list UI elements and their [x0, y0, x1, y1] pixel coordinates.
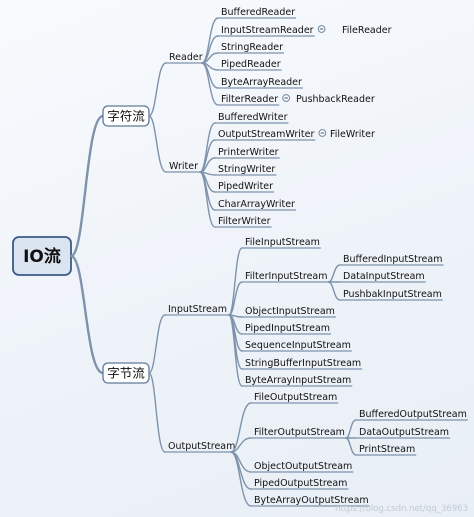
root-connector-1 — [69, 114, 105, 258]
connector-filterreader — [201, 62, 219, 106]
node-reader[interactable]: Reader — [169, 52, 203, 63]
leaf-stringwriter[interactable]: StringWriter — [218, 164, 275, 175]
collapse-outputstreamwriter-icon[interactable] — [318, 129, 327, 137]
leaf-bytearrayreader[interactable]: ByteArrayReader — [221, 77, 302, 88]
connector-printstream — [345, 437, 357, 456]
root-label: IO流 — [23, 246, 61, 267]
leaf-pushbackreader[interactable]: PushbackReader — [296, 94, 375, 105]
leaf-stringreader[interactable]: StringReader — [221, 42, 283, 53]
leaf-outputstreamwriter[interactable]: OutputStreamWriter — [218, 129, 314, 140]
leaf-filereader[interactable]: FileReader — [342, 25, 392, 36]
leaf-fileinputstream[interactable]: FileInputStream — [245, 237, 320, 248]
connector-bufferedinputstream — [327, 264, 341, 283]
root-connector-2 — [69, 254, 105, 375]
collapse-filterreader-icon[interactable] — [282, 94, 291, 102]
leaf-fileoutputstream[interactable]: FileOutputStream — [254, 392, 337, 403]
collapse-inputstreamreader-icon[interactable] — [317, 25, 326, 33]
connector-filterinputstream — [228, 281, 243, 316]
leaf-pipedoutputstream[interactable]: PipedOutputStream — [254, 478, 347, 489]
node-inputstream[interactable]: InputStream — [168, 304, 227, 315]
leaf-pipedwriter[interactable]: PipedWriter — [218, 181, 273, 192]
category-byte-stream[interactable]: 字节流 — [102, 362, 150, 384]
leaf-objectoutputstream[interactable]: ObjectOutputStream — [254, 461, 352, 472]
connector-pushbakinputstream — [327, 281, 341, 301]
leaf-filterinputstream[interactable]: FilterInputStream — [245, 271, 328, 282]
leaf-bufferedwriter[interactable]: BufferedWriter — [218, 112, 288, 123]
connector-filterwriter — [199, 171, 216, 228]
connector-bytearrayoutputstream — [230, 451, 252, 507]
leaf-filterreader[interactable]: FilterReader — [221, 94, 278, 105]
watermark-text: https://blog.csdn.net/qq_36963 — [335, 504, 468, 514]
leaf-bytearrayoutputstream[interactable]: ByteArrayOutputStream — [254, 495, 369, 506]
node-outputstream[interactable]: OutputStream — [168, 441, 235, 452]
leaf-pushbakinputstream[interactable]: PushbakInputStream — [343, 289, 442, 300]
leaf-filterwriter[interactable]: FilterWriter — [218, 216, 271, 227]
connector-reader — [148, 62, 167, 117]
leaf-pipedinputstream[interactable]: PipedInputStream — [245, 323, 330, 334]
leaf-stringbufferinputstream[interactable]: StringBufferInputStream — [245, 358, 361, 369]
connector-bytearrayinputstream — [228, 314, 243, 387]
connector-bufferedreader — [201, 17, 219, 64]
connector-fileinputstream — [228, 247, 243, 316]
leaf-pipedreader[interactable]: PipedReader — [221, 59, 281, 70]
connector-filteroutputstream — [230, 437, 252, 453]
category-byte-stream-label: 字节流 — [107, 366, 145, 381]
category-char-stream[interactable]: 字符流 — [102, 105, 150, 127]
leaf-inputstreamreader[interactable]: InputStreamReader — [221, 25, 314, 36]
leaf-objectinputstream[interactable]: ObjectInputStream — [245, 306, 335, 317]
connector-outputstream — [148, 372, 166, 453]
leaf-chararraywriter[interactable]: CharArrayWriter — [218, 199, 295, 210]
connector-fileoutputstream — [230, 402, 252, 453]
leaf-bytearrayinputstream[interactable]: ByteArrayInputStream — [245, 375, 351, 386]
leaf-printstream[interactable]: PrintStream — [359, 444, 415, 455]
leaf-filewriter[interactable]: FileWriter — [330, 129, 375, 140]
connector-inputstream — [148, 314, 166, 374]
leaf-dataoutputstream[interactable]: DataOutputStream — [359, 427, 449, 438]
category-char-stream-label: 字符流 — [107, 109, 145, 124]
leaf-bufferedoutputstream[interactable]: BufferedOutputStream — [359, 409, 467, 420]
node-writer[interactable]: Writer — [169, 161, 198, 172]
leaf-sequenceinputstream[interactable]: SequenceInputStream — [245, 340, 351, 351]
leaf-bufferedreader[interactable]: BufferedReader — [221, 7, 295, 18]
connector-bufferedoutputstream — [345, 419, 357, 439]
leaf-datainputstream[interactable]: DataInputStream — [343, 271, 425, 282]
leaf-filteroutputstream[interactable]: FilterOutputStream — [254, 427, 345, 438]
leaf-bufferedinputstream[interactable]: BufferedInputStream — [343, 254, 442, 265]
leaf-printerwriter[interactable]: PrinterWriter — [218, 147, 279, 158]
connector-writer — [148, 115, 167, 173]
